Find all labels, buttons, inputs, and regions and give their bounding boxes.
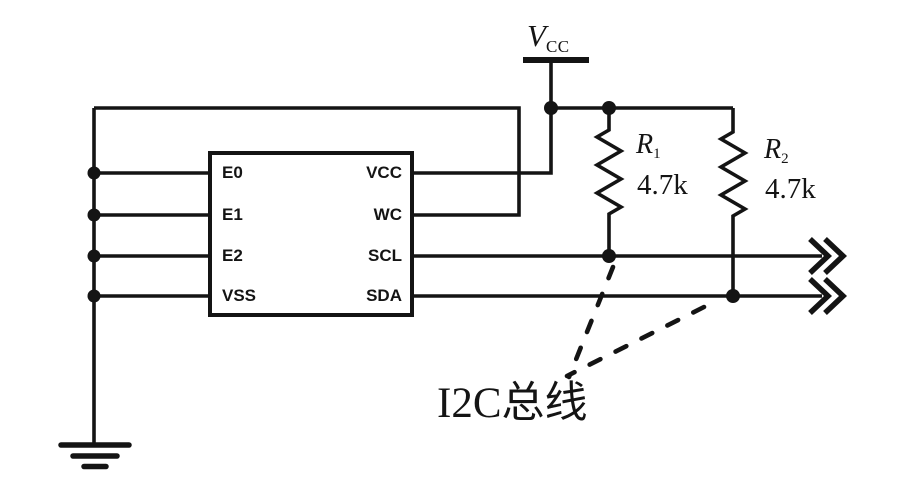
sda-arrow-icon [808, 277, 848, 315]
scl-arrow-icon [808, 237, 848, 275]
bus-callout-dashed-lines [564, 264, 707, 380]
junction-dot [87, 166, 101, 180]
ic-pin-label-e2: E2 [222, 246, 243, 265]
ic-pin-label-sda: SDA [366, 286, 402, 305]
ic-pin-label-vcc: VCC [366, 163, 402, 182]
vcc-pin-wire [412, 62, 553, 175]
vcc-symbol-label: VCC [527, 18, 570, 56]
junction-dot [87, 289, 101, 303]
junction-dot [726, 289, 740, 303]
callout-line-sda [564, 304, 707, 379]
junction-dot [544, 101, 558, 115]
ic-pin-label-scl: SCL [368, 246, 402, 265]
junction-dot [87, 249, 101, 263]
junction-dot [602, 101, 616, 115]
resistor-r2-value: 4.7k [765, 173, 816, 205]
ic-pin-label-e1: E1 [222, 205, 243, 224]
resistor-r1-value: 4.7k [637, 169, 688, 201]
vcc-symbol-subscript: CC [545, 37, 570, 56]
resistor-r1-symbol [593, 108, 625, 256]
i2c-bus-label: I2C总线 [437, 380, 588, 427]
callout-line-scl [566, 264, 616, 380]
junction-dot [602, 249, 616, 263]
vcc-symbol-base: V [527, 18, 546, 53]
ground-symbol [58, 442, 132, 470]
junction-dots [87, 101, 740, 303]
ic-pin-label-wc: WC [373, 205, 402, 224]
r2-base: R [764, 134, 782, 165]
r2-subscript: 2 [781, 151, 790, 167]
wc-to-ground-wire [94, 106, 521, 217]
ic-pin-label-vss: VSS [222, 286, 257, 305]
junction-dot [87, 208, 101, 222]
r1-subscript: 1 [653, 146, 662, 162]
resistor-r1-designator: R1 [636, 129, 662, 163]
r1-base: R [636, 129, 654, 160]
resistor-r2-designator: R2 [764, 134, 790, 168]
ic-pin-label-e0: E0 [222, 163, 243, 182]
ic-body [208, 151, 414, 317]
resistor-r2-symbol [717, 108, 749, 296]
